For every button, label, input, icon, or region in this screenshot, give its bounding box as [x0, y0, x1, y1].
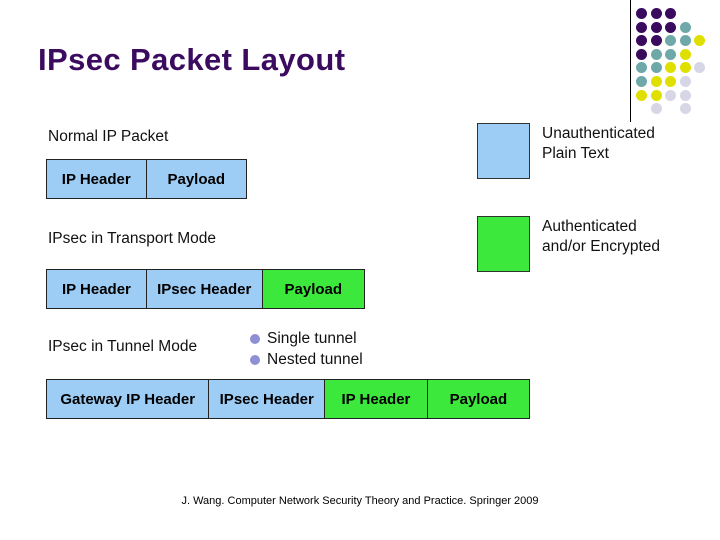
decorative-dot	[665, 89, 676, 101]
decorative-dot	[679, 76, 691, 87]
legend-swatch-plain	[477, 123, 530, 179]
bullet-label-nested-tunnel: Nested tunnel	[267, 350, 363, 368]
section-label-transport-mode: IPsec in Transport Mode	[48, 230, 216, 247]
packet-field-payload: Payload	[262, 270, 364, 308]
decorative-dot	[650, 21, 662, 33]
packet-field-gateway-ip-header: Gateway IP Header	[47, 380, 210, 418]
legend-text-plain: Unauthenticated Plain Text	[542, 123, 655, 164]
decorative-dot	[650, 76, 662, 87]
decorative-dot	[650, 62, 662, 74]
bullet-dot-icon	[250, 354, 260, 365]
packet-field-payload: Payload	[427, 380, 529, 418]
legend-item-unauthenticated: Unauthenticated Plain Text	[477, 123, 655, 179]
packet-field-payload: Payload	[146, 160, 246, 198]
decorative-dot	[694, 62, 705, 74]
list-item: Nested tunnel	[250, 349, 363, 370]
bullet-label-single-tunnel: Single tunnel	[267, 329, 357, 347]
decorative-dot	[665, 8, 676, 19]
decorative-dot	[665, 76, 676, 87]
decorative-dot	[694, 35, 705, 47]
decorative-dot	[679, 21, 691, 33]
decorative-dot	[650, 35, 662, 47]
legend-text-line2: Plain Text	[542, 145, 609, 162]
packet-row-tunnel-mode: Gateway IP Header IPsec Header IP Header…	[46, 379, 530, 419]
packet-field-ip-header: IP Header	[47, 160, 147, 198]
decorative-dot	[679, 89, 691, 101]
decorative-dot	[665, 35, 676, 47]
page-title: IPsec Packet Layout	[38, 42, 346, 77]
legend-swatch-encrypted	[477, 216, 530, 272]
legend-text-line1: Unauthenticated	[542, 125, 655, 142]
decorative-dot	[679, 48, 691, 60]
decorative-dot	[679, 35, 691, 47]
packet-field-ipsec-header: IPsec Header	[146, 270, 263, 308]
decorative-dot	[679, 103, 691, 115]
packet-field-ipsec-header: IPsec Header	[209, 380, 326, 418]
packet-field-ip-header: IP Header	[47, 270, 147, 308]
legend-text-encrypted: Authenticated and/or Encrypted	[542, 216, 660, 257]
decorative-dot	[650, 103, 662, 115]
decorative-dot	[650, 8, 662, 19]
list-item: Single tunnel	[250, 328, 363, 349]
bullet-dot-icon	[250, 333, 260, 344]
decorative-dot	[665, 62, 676, 74]
legend-text-line2: and/or Encrypted	[542, 238, 661, 255]
packet-row-normal-ip-packet: IP Header Payload	[46, 159, 247, 199]
decorative-dot	[665, 48, 676, 60]
decorative-dot	[636, 62, 647, 74]
citation-text: J. Wang. Computer Network Security Theor…	[181, 495, 539, 507]
decorative-dot	[650, 89, 662, 101]
section-label-normal-ip-packet: Normal IP Packet	[48, 128, 169, 145]
legend-item-authenticated: Authenticated and/or Encrypted	[477, 216, 660, 272]
packet-row-transport-mode: IP Header IPsec Header Payload	[46, 269, 365, 309]
legend-text-line1: Authenticated	[542, 218, 637, 235]
decorative-dot	[636, 35, 647, 47]
decorative-dot	[650, 48, 662, 60]
decorative-dot	[636, 8, 647, 19]
decorative-dot	[679, 62, 691, 74]
decorative-dot	[636, 48, 647, 60]
decorative-dot	[636, 76, 647, 87]
decorative-dot	[636, 21, 647, 33]
tunnel-bullet-list: Single tunnel Nested tunnel	[250, 328, 363, 370]
packet-field-ip-header: IP Header	[325, 380, 428, 418]
decorative-vertical-rule	[630, 0, 631, 122]
decorative-dot-matrix	[636, 8, 712, 120]
section-label-tunnel-mode: IPsec in Tunnel Mode	[48, 338, 198, 355]
decorative-dot	[636, 89, 647, 101]
decorative-dot	[665, 21, 676, 33]
